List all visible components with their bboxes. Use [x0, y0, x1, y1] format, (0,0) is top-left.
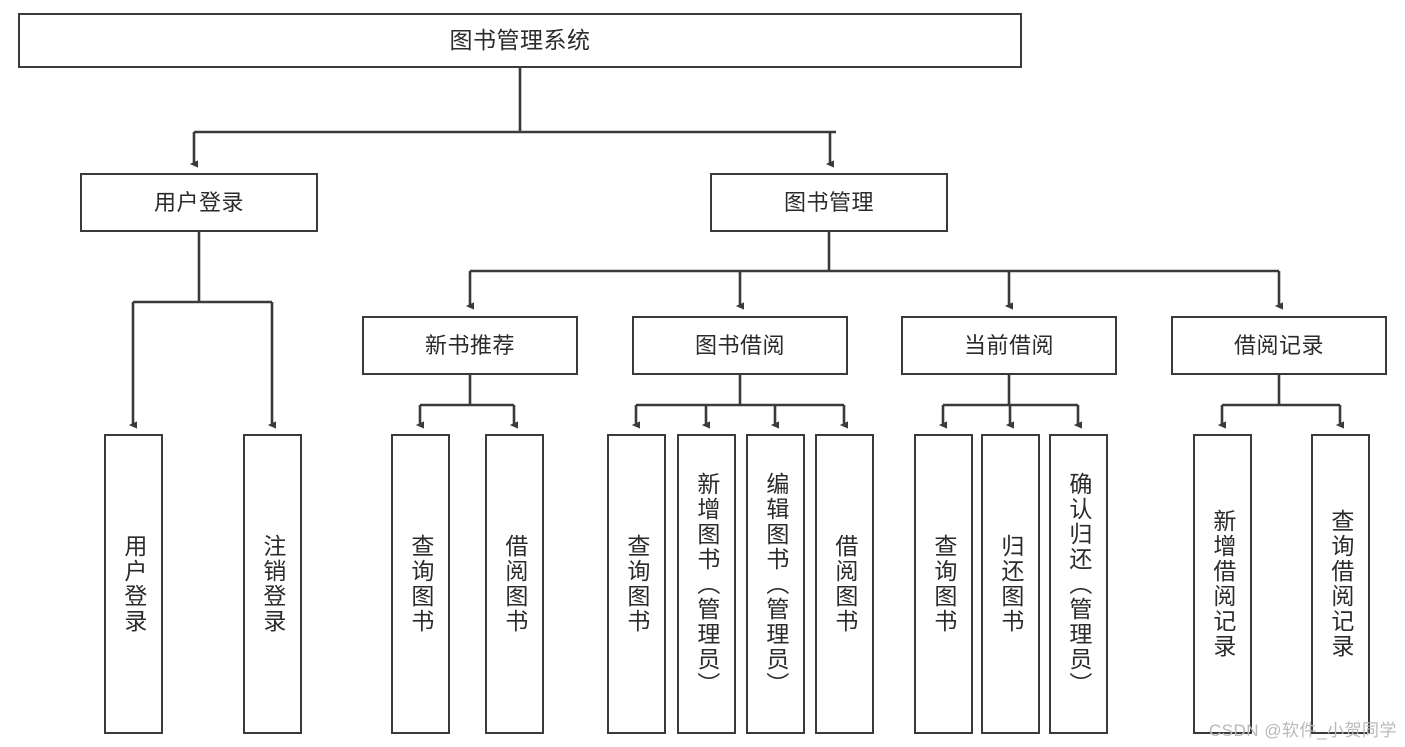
- node-new-book-recommend-label: 新书推荐: [424, 332, 515, 358]
- node-leaf-return-book[interactable]: 归还图书: [981, 434, 1040, 734]
- node-user-login-label: 用户登录: [153, 189, 244, 215]
- node-leaf-user-login[interactable]: 用户登录: [104, 434, 163, 734]
- node-book-borrow-label: 图书借阅: [694, 332, 785, 358]
- node-current-borrow[interactable]: 当前借阅: [901, 316, 1117, 375]
- node-leaf-logout-login[interactable]: 注销登录: [243, 434, 302, 734]
- node-root-label: 图书管理系统: [449, 27, 591, 54]
- node-leaf-confirm-return-label: 确认归还（管理员）: [1065, 471, 1092, 697]
- node-leaf-query-record[interactable]: 查询借阅记录: [1311, 434, 1370, 734]
- node-leaf-borrow-book-1-label: 借阅图书: [501, 534, 528, 634]
- node-root-book-management-system[interactable]: 图书管理系统: [18, 13, 1022, 68]
- node-user-login[interactable]: 用户登录: [80, 173, 318, 232]
- node-current-borrow-label: 当前借阅: [963, 332, 1054, 358]
- node-new-book-recommend[interactable]: 新书推荐: [362, 316, 578, 375]
- node-leaf-borrow-book-2[interactable]: 借阅图书: [815, 434, 874, 734]
- node-book-borrow[interactable]: 图书借阅: [632, 316, 848, 375]
- node-leaf-query-book-3[interactable]: 查询图书: [914, 434, 973, 734]
- node-borrow-record-label: 借阅记录: [1233, 332, 1324, 358]
- node-leaf-query-book-3-label: 查询图书: [930, 534, 957, 634]
- node-leaf-query-book-1-label: 查询图书: [407, 534, 434, 634]
- node-leaf-query-record-label: 查询借阅记录: [1327, 509, 1354, 659]
- node-borrow-record[interactable]: 借阅记录: [1171, 316, 1387, 375]
- node-leaf-add-record-label: 新增借阅记录: [1209, 509, 1236, 659]
- node-leaf-confirm-return[interactable]: 确认归还（管理员）: [1049, 434, 1108, 734]
- node-leaf-user-login-label: 用户登录: [120, 534, 147, 634]
- node-leaf-query-book-2[interactable]: 查询图书: [607, 434, 666, 734]
- node-leaf-query-book-1[interactable]: 查询图书: [391, 434, 450, 734]
- node-leaf-edit-book[interactable]: 编辑图书（管理员）: [746, 434, 805, 734]
- node-leaf-add-record[interactable]: 新增借阅记录: [1193, 434, 1252, 734]
- node-leaf-edit-book-label: 编辑图书（管理员）: [762, 471, 789, 697]
- node-leaf-borrow-book-1[interactable]: 借阅图书: [485, 434, 544, 734]
- node-leaf-return-book-label: 归还图书: [997, 534, 1024, 634]
- node-leaf-borrow-book-2-label: 借阅图书: [831, 534, 858, 634]
- node-leaf-add-book[interactable]: 新增图书（管理员）: [677, 434, 736, 734]
- node-book-manage[interactable]: 图书管理: [710, 173, 948, 232]
- node-book-manage-label: 图书管理: [783, 189, 874, 215]
- csdn-watermark: CSDN @软件_小贺同学: [1208, 721, 1397, 740]
- node-leaf-add-book-label: 新增图书（管理员）: [693, 471, 720, 697]
- node-leaf-query-book-2-label: 查询图书: [623, 534, 650, 634]
- node-leaf-logout-login-label: 注销登录: [259, 534, 286, 634]
